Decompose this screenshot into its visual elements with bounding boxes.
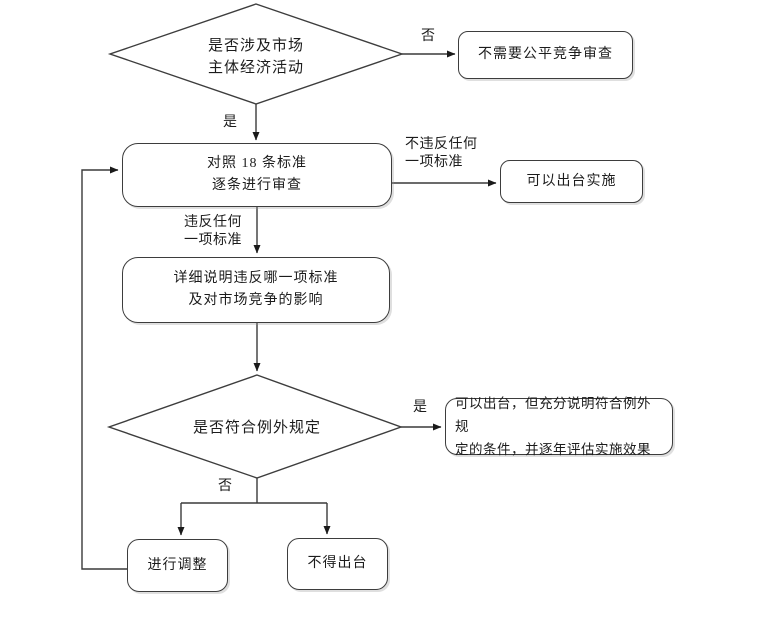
- edge-label-exception-yes: 是: [413, 400, 428, 415]
- edge-label-violation: 违反任何 一项标准: [184, 215, 242, 248]
- edge-label-market-no: 否: [421, 29, 436, 44]
- edge-label-market-yes: 是: [223, 115, 238, 130]
- connector-exception-no-split: [181, 478, 327, 504]
- node-no-review: 不需要公平竞争审查: [458, 31, 633, 79]
- node-no-issue: 不得出台: [287, 538, 388, 590]
- node-explain-violation: 详细说明违反哪一项标准 及对市场竞争的影响: [122, 257, 390, 323]
- edge-label-exception-no: 否: [218, 479, 233, 494]
- edge-label-no-violation: 不违反任何 一项标准: [405, 137, 478, 170]
- node-adjust: 进行调整: [127, 539, 228, 592]
- connector-adjust-feedback: [81, 166, 127, 570]
- node-review-standards: 对照 18 条标准 逐条进行审查: [122, 143, 392, 207]
- node-can-implement: 可以出台实施: [500, 160, 643, 203]
- node-conditional-issue: 可以出台，但充分说明符合例外规 定的条件，并逐年评估实施效果: [445, 396, 673, 457]
- decision-exception-label: 是否符合例外规定: [192, 420, 321, 436]
- decision-market-label: 是否涉及市场 主体经济活动: [207, 38, 304, 76]
